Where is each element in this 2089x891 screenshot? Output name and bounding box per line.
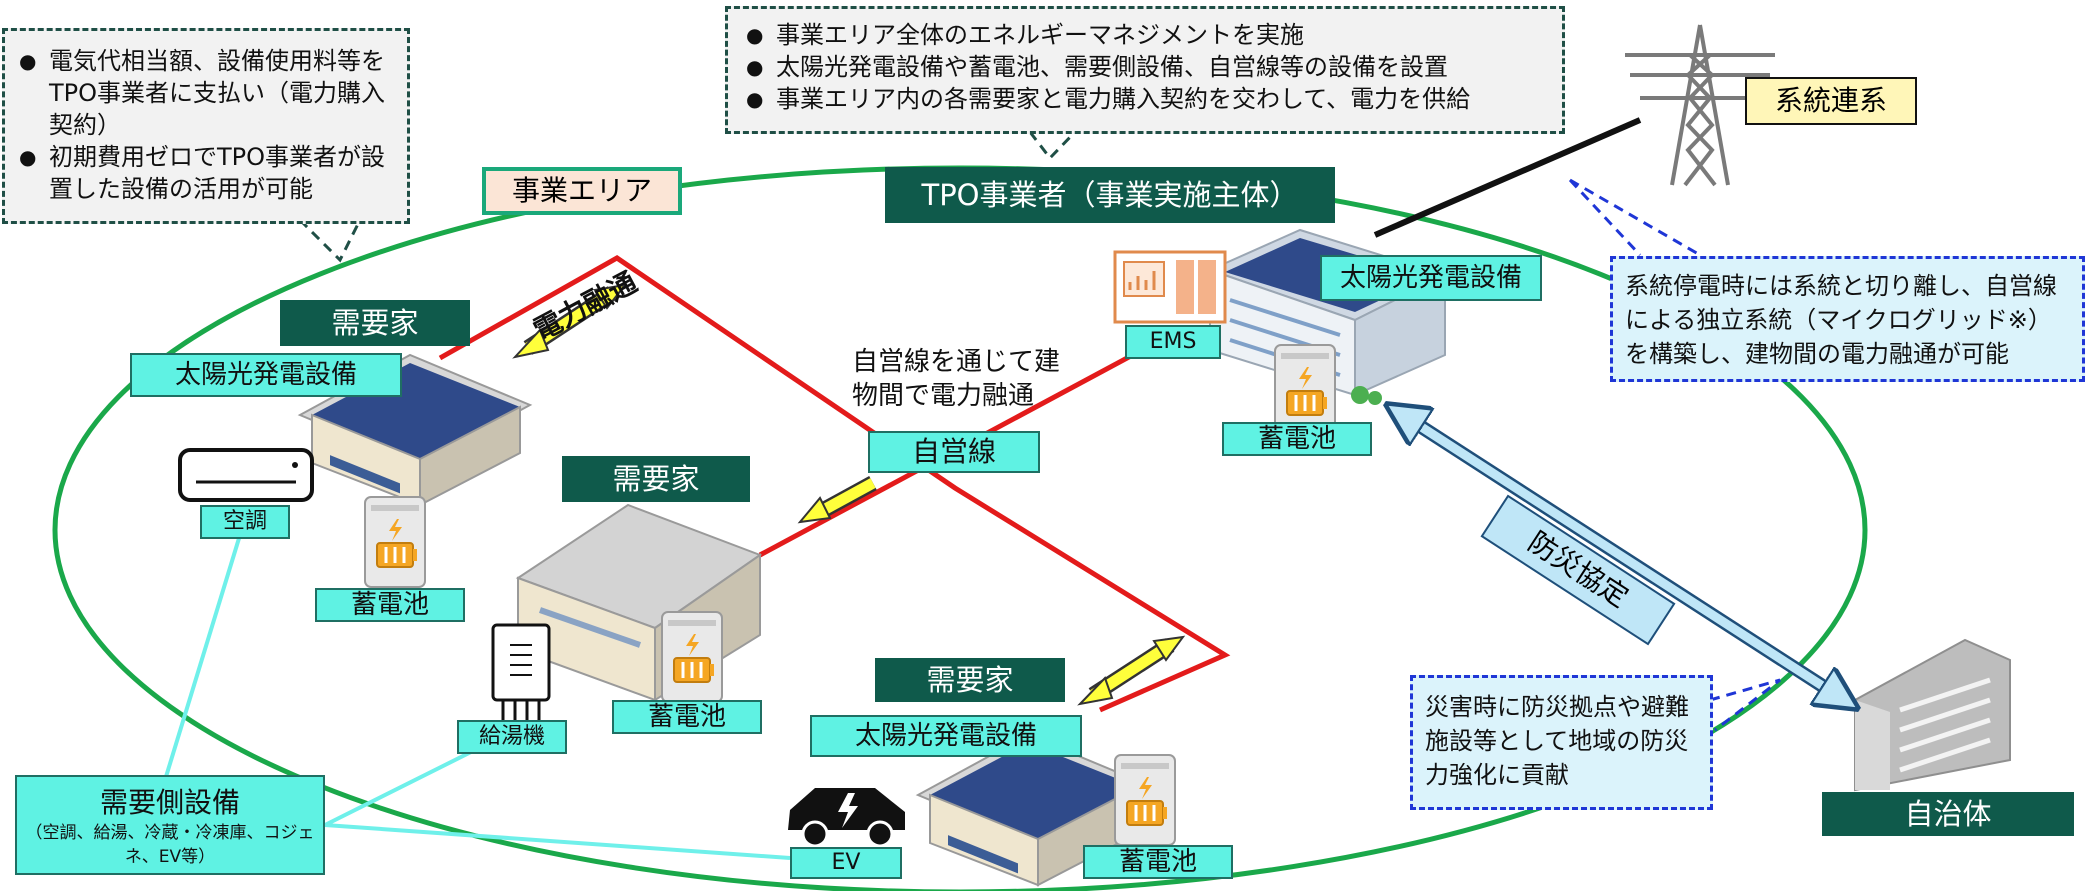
consumer1-label: 需要家 <box>280 300 470 346</box>
consumer1-solar-label: 太陽光発電設備 <box>130 353 402 397</box>
municipality-building-icon <box>1854 638 2011 792</box>
ems-icon <box>1113 250 1227 324</box>
ev-car-icon <box>788 788 905 848</box>
transmission-tower-icon <box>1625 24 1775 187</box>
ev-label: EV <box>790 847 902 879</box>
connector-ac <box>163 534 242 781</box>
callout-left-item: 初期費用ゼロでTPO事業者が設置した設備の活用が可能 <box>15 141 397 205</box>
callout-left-item: 電気代相当額、設備使用料等をTPO事業者に支払い（電力購入契約） <box>15 45 397 141</box>
callout-top-item: 事業エリア全体のエネルギーマネジメントを実施 <box>742 19 1548 51</box>
demand-equipment-box: 需要側設備 （空調、給湯、冷蔵・冷凍庫、コジェネ、EV等） <box>15 775 325 875</box>
self-line-label: 自営線 <box>868 431 1040 473</box>
callout-top-item: 事業エリア内の各需要家と電力購入契約を交わして、電力を供給 <box>742 83 1548 115</box>
callout-top-pointer <box>1028 130 1077 161</box>
self-line-network-a <box>438 255 1231 713</box>
air-conditioner-icon <box>178 448 314 502</box>
grid-connection-label: 系統連系 <box>1745 77 1917 125</box>
callout-disaster-pointer <box>1709 678 1781 732</box>
tpo-operator-label: TPO事業者（事業実施主体） <box>885 167 1335 223</box>
ems-label: EMS <box>1125 325 1221 359</box>
consumer2-building-icon <box>515 503 763 702</box>
callout-microgrid: 系統停電時には系統と切り離し、自営線による独立系統（マイクログリッド※）を構築し… <box>1610 256 2085 382</box>
power-sharing-arrow-2 <box>1077 635 1186 706</box>
consumer3-battery-label: 蓄電池 <box>1083 845 1233 879</box>
callout-top-item: 太陽光発電設備や蓄電池、需要側設備、自営線等の設備を設置 <box>742 51 1548 83</box>
disaster-agreement-arrow <box>1392 408 1852 705</box>
consumer3-solar-label: 太陽光発電設備 <box>810 715 1082 757</box>
tpo-battery-label: 蓄電池 <box>1222 422 1372 456</box>
callout-disaster: 災害時に防災拠点や避難施設等として地域の防災力強化に貢献 <box>1410 675 1713 810</box>
business-area-label: 事業エリア <box>482 167 682 215</box>
power-sharing-arrow-1 <box>512 283 628 359</box>
connector-ev <box>324 823 791 860</box>
demand-equipment-detail: （空調、給湯、冷蔵・冷凍庫、コジェネ、EV等） <box>25 823 315 867</box>
ac-label: 空調 <box>200 505 290 539</box>
consumer3-battery-icon <box>1113 753 1177 847</box>
consumer2-battery-icon <box>660 610 724 704</box>
consumer1-battery-label: 蓄電池 <box>315 588 465 622</box>
municipality-label: 自治体 <box>1822 792 2074 836</box>
power-flow-arrow <box>797 475 877 524</box>
callout-microgrid-pointer <box>1568 178 1701 257</box>
consumer2-label: 需要家 <box>562 456 750 502</box>
consumer3-label: 需要家 <box>875 658 1065 702</box>
self-line-note: 自営線を通じて建物間で電力融通 <box>852 347 1061 411</box>
callout-top: 事業エリア全体のエネルギーマネジメントを実施 太陽光発電設備や蓄電池、需要側設備… <box>725 6 1565 134</box>
consumer2-battery-label: 蓄電池 <box>612 700 762 734</box>
connector-water-heater <box>324 738 496 827</box>
demand-equipment-title: 需要側設備 <box>99 786 240 819</box>
grid-connection-line <box>1373 117 1642 238</box>
water-heater-label: 給湯機 <box>457 720 567 754</box>
tpo-solar-label: 太陽光発電設備 <box>1320 255 1542 301</box>
callout-left-pointer <box>298 218 362 263</box>
consumer1-battery-icon <box>363 495 427 589</box>
callout-left: 電気代相当額、設備使用料等をTPO事業者に支払い（電力購入契約） 初期費用ゼロで… <box>2 28 410 224</box>
water-heater-icon <box>491 623 551 722</box>
